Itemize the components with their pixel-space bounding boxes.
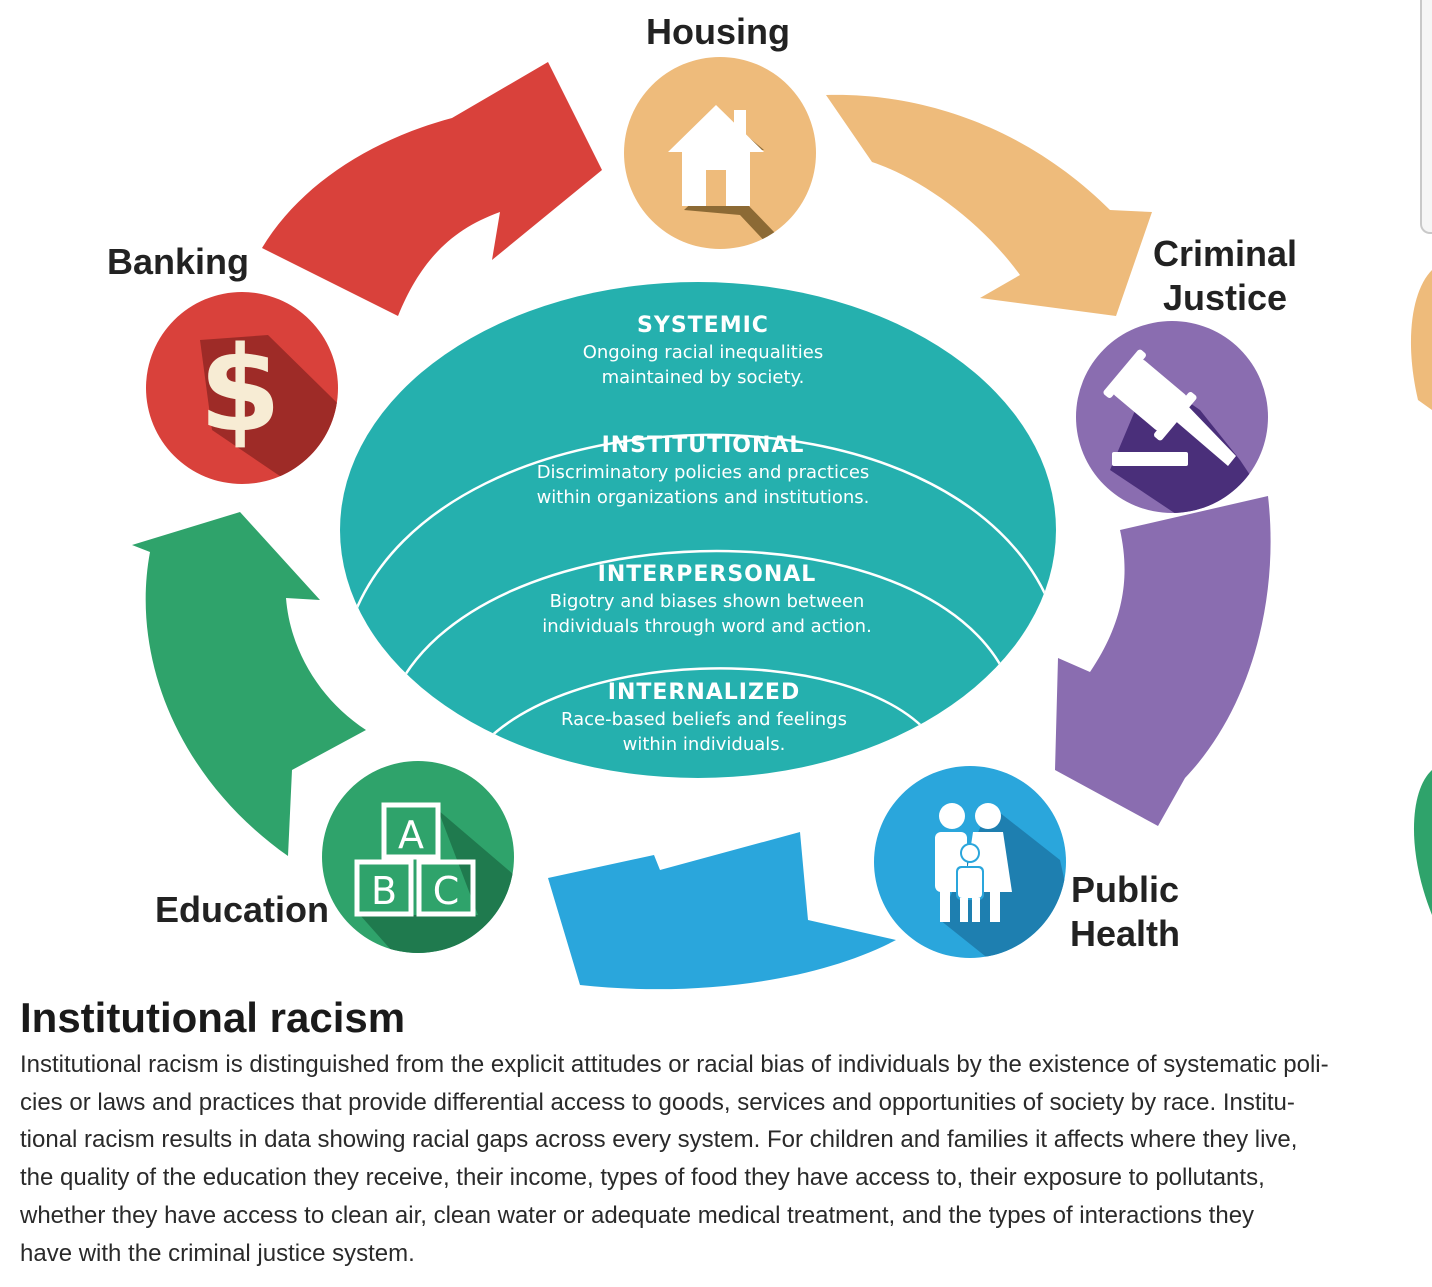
level-internalized: INTERNALIZED Race-based beliefs and feel…	[524, 679, 884, 757]
abc-blocks-icon: A B C	[322, 761, 514, 953]
label-criminal-justice: Criminal Justice	[1120, 232, 1330, 320]
arrow-criminal-justice-to-public-health	[1055, 496, 1271, 826]
caption-line-4: the quality of the education they receiv…	[20, 1164, 1265, 1192]
level-internalized-desc-2: within individuals.	[622, 734, 786, 755]
svg-text:B: B	[371, 869, 397, 913]
caption-line-2: cies or laws and practices that provide …	[20, 1088, 1295, 1116]
caption-title: Institutional racism	[20, 994, 406, 1041]
svg-text:C: C	[433, 869, 460, 913]
arrow-public-health-to-education	[548, 832, 896, 990]
level-interpersonal: INTERPERSONAL Bigotry and biases shown b…	[507, 561, 907, 639]
dollar-icon: $	[146, 292, 338, 484]
level-systemic-title: SYSTEMIC	[637, 313, 769, 338]
label-banking: Banking	[106, 241, 249, 282]
level-systemic-desc-1: Ongoing racial inequalities	[582, 342, 824, 363]
svg-text:$: $	[199, 320, 281, 458]
caption-line-1: Institutional racism is distinguished fr…	[20, 1051, 1329, 1078]
level-institutional-desc-2: within organizations and institutions.	[536, 487, 870, 508]
level-systemic: SYSTEMIC Ongoing racial inequalities mai…	[523, 312, 883, 390]
level-institutional-title: INSTITUTIONAL	[601, 433, 805, 458]
label-criminal-justice-line-2: Justice	[1162, 277, 1288, 318]
level-interpersonal-title: INTERPERSONAL	[597, 562, 817, 587]
gavel-icon	[1076, 321, 1268, 513]
partial-arrow-right-edge-orange	[1410, 270, 1432, 410]
caption-body: Institutional racism is distinguished fr…	[20, 1046, 1412, 1272]
arrow-education-to-banking	[132, 512, 366, 856]
caption-line-6: have with the criminal justice system.	[20, 1239, 415, 1267]
level-institutional-desc-1: Discriminatory policies and practices	[536, 462, 870, 483]
level-interpersonal-desc-1: Bigotry and biases shown between	[549, 591, 865, 612]
level-institutional: INSTITUTIONAL Discriminatory policies an…	[503, 432, 903, 510]
partial-arrow-right-edge-green	[1413, 770, 1432, 915]
caption-line-5: whether they have access to clean air, c…	[20, 1201, 1255, 1229]
family-icon	[874, 766, 1066, 958]
label-education: Education	[154, 889, 329, 930]
layer-divider-institutional	[350, 433, 1054, 621]
label-public-health-line-2: Health	[1069, 913, 1181, 954]
layer-divider-interpersonal	[390, 549, 1010, 701]
layer-divider-internalized	[468, 667, 931, 761]
level-interpersonal-desc-2: individuals through word and action.	[542, 616, 872, 637]
svg-text:A: A	[398, 813, 424, 857]
caption-line-3: tional racism results in data showing ra…	[20, 1126, 1298, 1154]
house-icon	[624, 57, 816, 249]
arrow-banking-to-housing	[262, 62, 602, 316]
label-housing: Housing	[646, 11, 790, 52]
level-systemic-desc-2: maintained by society.	[601, 367, 805, 388]
racism-cycle-diagram: $	[132, 57, 1432, 990]
level-internalized-desc-1: Race-based beliefs and feelings	[561, 709, 847, 730]
arrow-housing-to-criminal-justice	[826, 94, 1152, 316]
level-internalized-title: INTERNALIZED	[607, 680, 801, 705]
label-public-health: Public Health	[1060, 868, 1190, 956]
label-criminal-justice-line-1: Criminal	[1152, 233, 1298, 274]
label-public-health-line-1: Public	[1070, 869, 1180, 910]
racism-levels-oval	[340, 282, 1056, 778]
scroll-edge-tab	[1420, 0, 1432, 234]
